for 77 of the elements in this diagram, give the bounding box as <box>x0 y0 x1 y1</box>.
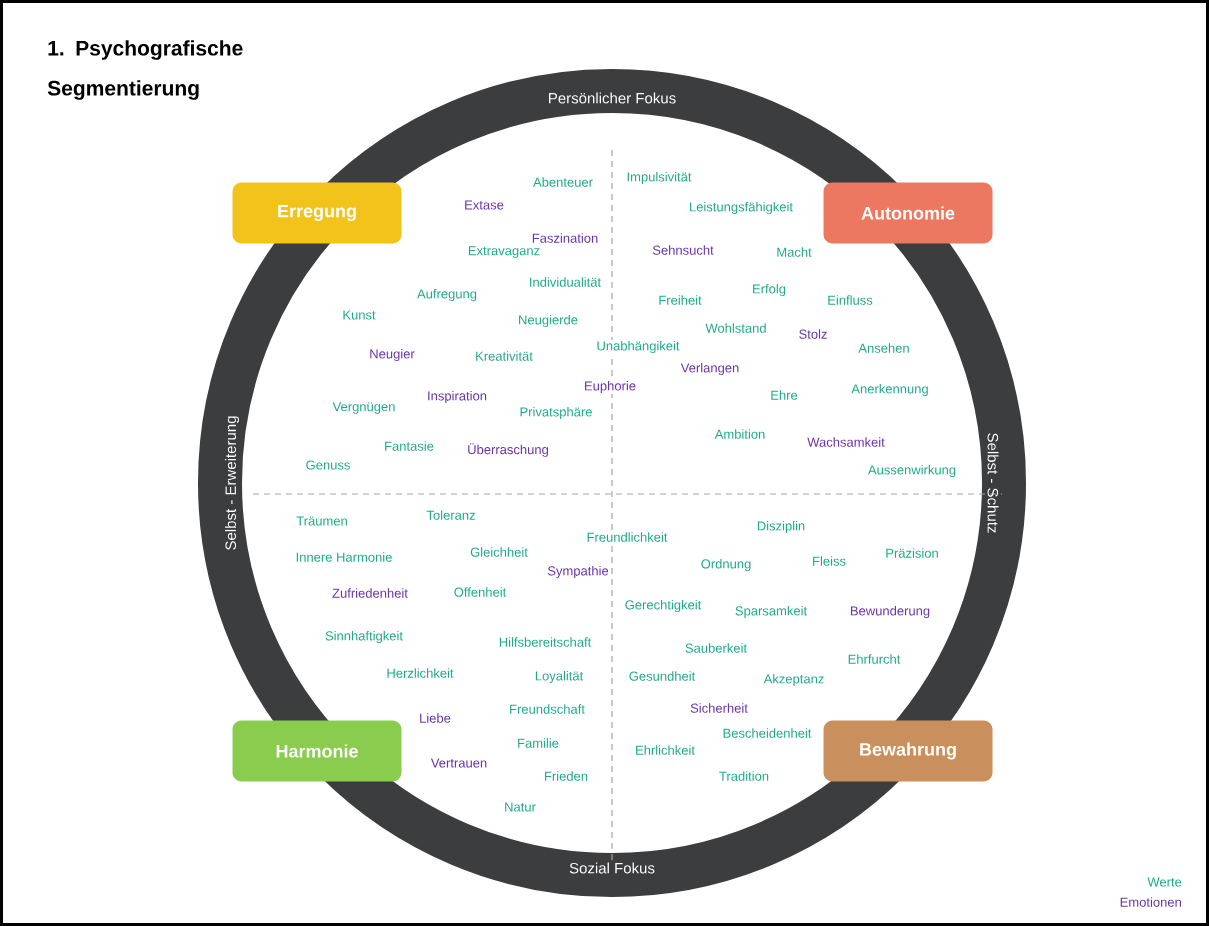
word-label: Leistungsfähigkeit <box>687 200 795 216</box>
word-label: Individualität <box>527 276 603 288</box>
word-label: Gleichheit <box>469 546 529 558</box>
word-label: Genuss <box>304 459 352 471</box>
word-label: Euphorie <box>583 379 638 395</box>
word-label: Natur <box>503 801 537 813</box>
word-label: Fantasie <box>383 440 435 452</box>
category-box: Bewahrung <box>823 720 993 782</box>
word-label: Kreativität <box>474 350 534 362</box>
word-label: Präzision <box>884 547 940 559</box>
word-label: Wohlstand <box>704 322 768 334</box>
word-label: Freundlichkeit <box>585 531 669 543</box>
word-label: Aussenwirkung <box>866 463 958 479</box>
word-label: Erfolg <box>751 282 787 298</box>
word-label: Einfluss <box>826 294 874 306</box>
word-label: Wachsamkeit <box>806 436 886 448</box>
word-label: Ehre <box>769 389 799 401</box>
category-box: Autonomie <box>823 182 993 244</box>
title: 1. Psychografische Segmentierung <box>47 40 243 100</box>
word-label: Faszination <box>530 232 600 244</box>
word-label: Neugier <box>368 347 416 363</box>
ring-label: Selbst - Schutz <box>987 433 999 533</box>
word-label: Privatsphäre <box>518 405 594 421</box>
word-label: Akzeptanz <box>762 672 826 688</box>
word-label: Extase <box>463 199 505 211</box>
word-label: Fleiss <box>811 555 847 567</box>
ring-label: Persönlicher Fokus <box>549 92 676 104</box>
word-label: Offenheit <box>452 586 508 598</box>
word-label: Sehnsucht <box>651 244 715 256</box>
word-label: Ambition <box>713 428 767 440</box>
category-box: Harmonie <box>232 720 402 782</box>
word-label: Zufriedenheit <box>331 587 409 599</box>
word-label: Vertrauen <box>429 757 489 769</box>
word-label: Sparsamkeit <box>733 604 809 620</box>
word-label: Liebe <box>418 712 452 724</box>
legend-entry: Emotionen <box>1120 897 1181 907</box>
word-label: Bewunderung <box>848 604 932 620</box>
word-label: Ehrfurcht <box>846 653 902 665</box>
word-label: Verlangen <box>679 361 741 377</box>
ring-label: Sozial Fokus <box>569 862 655 874</box>
word-label: Loyalität <box>533 669 585 685</box>
word-label: Frieden <box>542 770 590 782</box>
word-label: Neugierde <box>517 313 579 329</box>
word-label: Extravaganz <box>466 245 542 259</box>
word-label: Ansehen <box>857 342 911 354</box>
word-label: Freiheit <box>657 294 703 306</box>
word-label: Unabhängikeit <box>595 339 681 355</box>
word-label: Tradition <box>717 770 771 782</box>
word-label: Sauberkeit <box>683 642 749 654</box>
word-label: Gerechtigkeit <box>623 598 703 614</box>
word-label: Impulsivität <box>625 170 693 186</box>
word-label: Herzlichkeit <box>385 667 455 679</box>
word-label: Gesundheit <box>627 670 697 682</box>
word-label: Disziplin <box>755 519 807 535</box>
word-label: Anerkennung <box>850 382 930 398</box>
word-label: Toleranz <box>425 509 477 521</box>
word-label: Sinnhaftigkeit <box>324 629 405 645</box>
legend-entry: Werte <box>1147 877 1182 887</box>
word-label: Familie <box>516 737 560 749</box>
word-label: Innere Harmonie <box>294 551 394 563</box>
ring-label: Selbst - Erweiterung <box>225 416 239 550</box>
word-label: Überraschung <box>466 442 550 458</box>
category-box: Erregung <box>232 182 402 244</box>
word-label: Vergnügen <box>331 401 397 415</box>
word-label: Inspiration <box>426 389 488 405</box>
word-label: Macht <box>775 246 813 258</box>
word-label: Kunst <box>341 309 377 321</box>
word-label: Sicherheit <box>689 702 749 714</box>
word-label: Aufregung <box>416 287 478 303</box>
word-label: Abenteuer <box>532 176 594 188</box>
word-label: Hilfsbereitschaft <box>497 636 593 648</box>
word-label: Stolz <box>797 328 829 340</box>
word-label: Träumen <box>295 515 349 527</box>
word-label: Freundschaft <box>508 703 586 715</box>
word-label: Sympathie <box>546 564 610 580</box>
word-label: Ehrlichkeit <box>634 744 696 756</box>
word-label: Ordnung <box>699 557 753 573</box>
